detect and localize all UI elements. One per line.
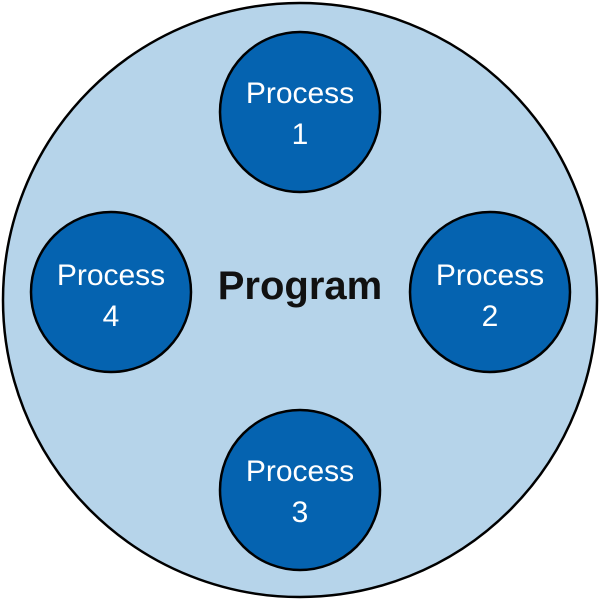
program-label: Program <box>218 264 383 308</box>
process-node-1: Process 1 <box>218 30 382 194</box>
process-node-2-number: 2 <box>482 300 499 333</box>
process-node-2-circle <box>408 210 572 374</box>
process-node-1-circle <box>218 30 382 194</box>
process-node-2: Process 2 <box>408 210 572 374</box>
process-node-4-number: 4 <box>103 300 120 333</box>
process-node-3: Process 3 <box>218 408 382 572</box>
process-node-1-name: Process <box>246 77 354 110</box>
process-node-4: Process 4 <box>29 210 193 374</box>
process-node-4-circle <box>29 210 193 374</box>
process-node-3-name: Process <box>246 455 354 488</box>
process-node-1-number: 1 <box>292 118 309 151</box>
process-node-2-name: Process <box>436 259 544 292</box>
process-node-3-circle <box>218 408 382 572</box>
process-node-3-number: 3 <box>292 496 309 529</box>
process-node-4-name: Process <box>57 259 165 292</box>
